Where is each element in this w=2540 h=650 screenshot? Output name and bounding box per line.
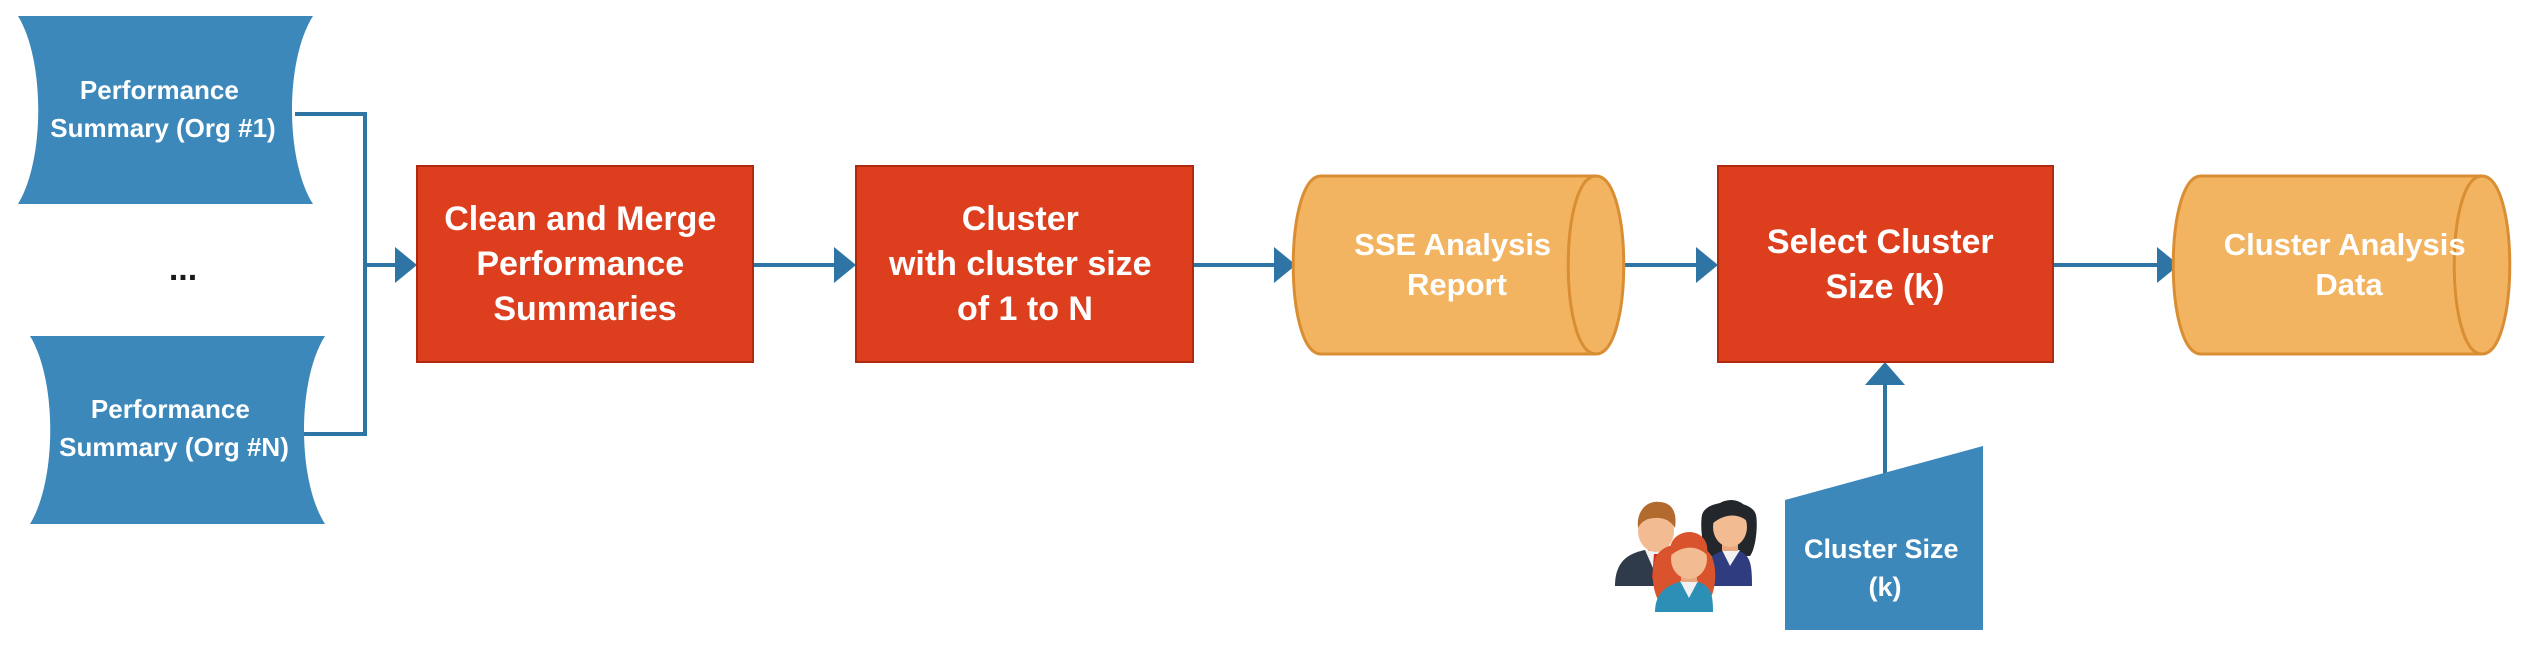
store-cluster-data-body <box>2171 174 2512 356</box>
document-org-first-line2: Summary (Org #1) <box>50 113 275 143</box>
svg-text:Cluster Size (k): Cluster Size (k) <box>1804 534 1966 602</box>
process-select-size <box>1717 165 2054 363</box>
store-cluster-data <box>2171 174 2512 356</box>
process-clean-merge-line2: Performance <box>476 245 684 283</box>
arrowhead-cluster <box>834 247 856 283</box>
process-select-size-line2: Size (k) <box>1825 268 1944 306</box>
process-cluster-line2: with cluster size <box>888 245 1152 283</box>
store-cluster-data-line2: Data <box>2315 267 2383 302</box>
svg-text:SSE Analysis Report: SSE Analysis Report <box>1354 227 1560 302</box>
arrowhead-select-size <box>1696 247 1718 283</box>
svg-text:Cluster Analysis Data: Cluster Analysis Data <box>2224 227 2474 302</box>
svg-text:Performance Summary (Org #: Performance Summary (Org #1) <box>50 75 275 143</box>
arrowheads <box>395 247 2179 385</box>
ellipsis: ... <box>169 250 197 288</box>
svg-text:Select Cluster Size (k): Select Cluster Size (k) <box>1767 223 2003 306</box>
process-clean-merge-line1: Clean and Merge <box>444 200 716 238</box>
connector-org-last <box>300 265 367 436</box>
svg-text:Performance Summary (Org #: Performance Summary (Org #N) <box>59 394 289 462</box>
arrowhead-sse-report <box>1274 247 1296 283</box>
document-org-last-line1: Performance <box>91 394 250 424</box>
process-clean-merge-line3: Summaries <box>493 290 676 328</box>
process-cluster-line1: Cluster <box>962 200 1079 238</box>
document-org-first-line1: Performance <box>80 75 239 105</box>
manual-input-cluster-size <box>1785 446 1983 630</box>
process-select-size-line1: Select Cluster <box>1767 223 1994 261</box>
user-woman-red-icon <box>1652 532 1716 612</box>
arrowhead-clean-merge <box>395 247 417 283</box>
store-cluster-data-line1: Cluster Analysis <box>2224 227 2466 262</box>
arrowhead-manual-input <box>1865 362 1905 385</box>
store-cluster-data-edge <box>2452 174 2483 356</box>
arrowhead-cluster-data <box>2157 247 2179 283</box>
process-clean-merge <box>416 165 754 363</box>
process-cluster <box>855 165 1194 363</box>
store-sse-report-line1: SSE Analysis <box>1354 227 1551 262</box>
users-group-icon <box>1615 500 1757 612</box>
document-org-first <box>18 16 313 204</box>
document-org-last <box>30 336 325 524</box>
document-org-last-line2: Summary (Org #N) <box>59 432 289 462</box>
store-sse-report-edge <box>1566 174 1597 356</box>
svg-text:Cluster with cluster size: Cluster with cluster size of 1 to N <box>888 200 1161 328</box>
manual-input-line2: (k) <box>1869 572 1902 602</box>
process-cluster-line3: of 1 to N <box>957 290 1093 328</box>
store-sse-report <box>1291 174 1626 356</box>
svg-text:Clean and Merge Performanc: Clean and Merge Performance Summaries <box>444 200 726 328</box>
connectors <box>295 112 2159 476</box>
store-sse-report-line2: Report <box>1407 267 1507 302</box>
manual-input-line1: Cluster Size <box>1804 534 1959 564</box>
connector-org-first <box>295 112 367 265</box>
